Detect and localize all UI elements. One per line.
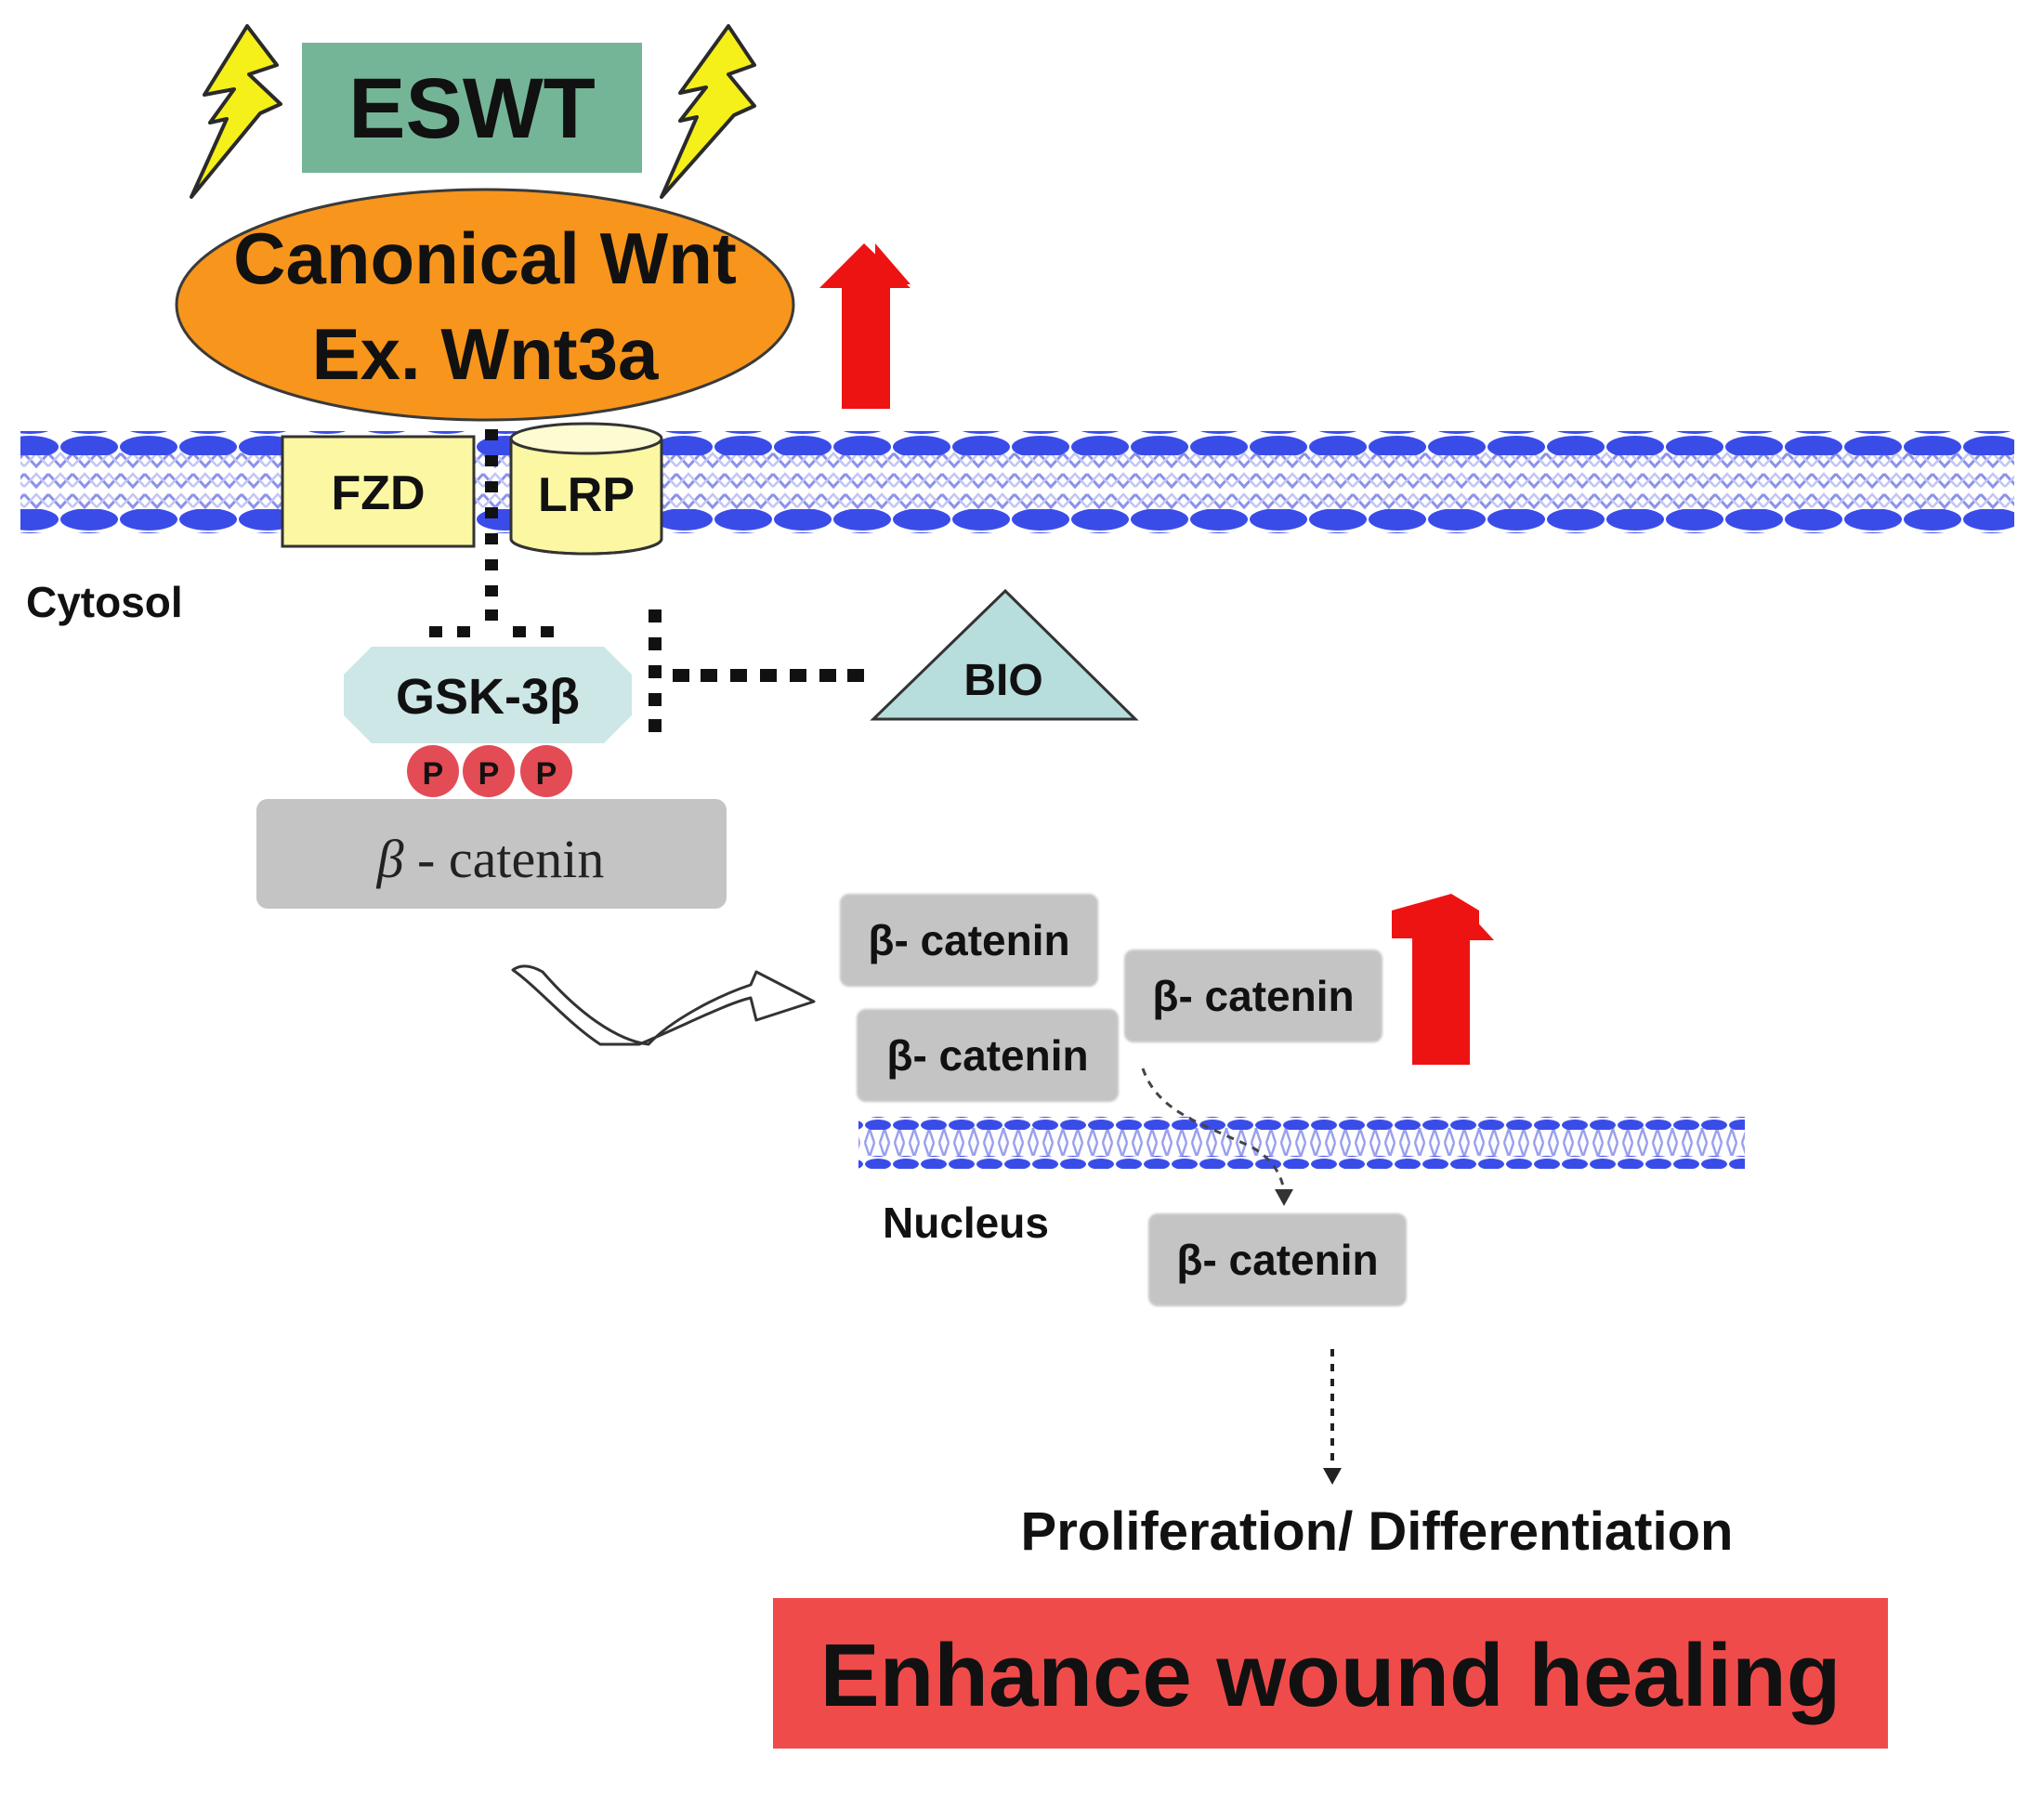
- translocation-arrow-icon: [1141, 1068, 1293, 1206]
- signal-connector-horizontal: [429, 626, 554, 637]
- downstream-arrow-icon: [1323, 1349, 1342, 1485]
- gsk3b-label: GSK-3β: [396, 669, 580, 725]
- beta-catenin-complex-label: β - catenin: [376, 829, 605, 889]
- lightning-bolt-icon-right: [660, 24, 756, 199]
- result-label: Enhance wound healing: [820, 1626, 1841, 1725]
- beta-catenin-free-b: β- catenin: [1124, 950, 1382, 1042]
- beta-catenin-free-b-label: β- catenin: [1152, 972, 1354, 1020]
- bio-inhibitor: BIO: [870, 588, 1139, 721]
- nucleus-label: Nucleus: [883, 1199, 1049, 1247]
- recycle-arrow-icon: [511, 964, 816, 1046]
- phospho-p3: P: [536, 756, 557, 792]
- beta-catenin-free-c: β- catenin: [857, 1009, 1119, 1102]
- eswt-label: ESWT: [348, 61, 596, 156]
- inhibition-connector: [649, 609, 864, 732]
- result-box: Enhance wound healing: [773, 1598, 1888, 1749]
- signal-connector-vertical: [485, 429, 498, 621]
- ligand-line1: Canonical Wnt: [233, 217, 737, 299]
- beta-catenin-free-a-label: β- catenin: [868, 916, 1069, 964]
- beta-catenin-free-a: β- catenin: [840, 894, 1098, 987]
- proliferation-differentiation-label: Proliferation/ Differentiation: [1021, 1501, 1734, 1562]
- beta-catenin-nuclear: β- catenin: [1148, 1213, 1407, 1306]
- upregulation-arrow-icon: [875, 243, 911, 409]
- upregulation-arrow-icon: [1451, 894, 1494, 1065]
- phosphate-groups: P P P: [407, 745, 572, 797]
- lrp-receptor: LRP: [509, 422, 663, 556]
- lrp-label: LRP: [538, 468, 635, 522]
- cytosol-label: Cytosol: [26, 578, 183, 626]
- beta-catenin-nuclear-label: β- catenin: [1176, 1236, 1378, 1284]
- fzd-label: FZD: [331, 466, 425, 520]
- ligand-line2: Ex. Wnt3a: [312, 313, 659, 395]
- phospho-p2: P: [478, 756, 500, 792]
- nuclear-membrane: [858, 1117, 1745, 1169]
- beta-catenin-free-c-label: β- catenin: [886, 1031, 1088, 1080]
- fzd-receptor: FZD: [281, 435, 476, 548]
- upregulation-arrow-icon: [819, 243, 911, 409]
- eswt-box: ESWT: [302, 43, 642, 173]
- bio-label: BIO: [963, 656, 1042, 705]
- wnt-ligand: Canonical Wnt Ex. Wnt3a: [175, 188, 795, 422]
- phospho-p1: P: [423, 756, 444, 792]
- beta-catenin-complex: β - catenin: [256, 799, 727, 909]
- gsk3b-kinase: GSK-3β: [344, 647, 632, 743]
- lightning-bolt-icon-left: [190, 24, 282, 199]
